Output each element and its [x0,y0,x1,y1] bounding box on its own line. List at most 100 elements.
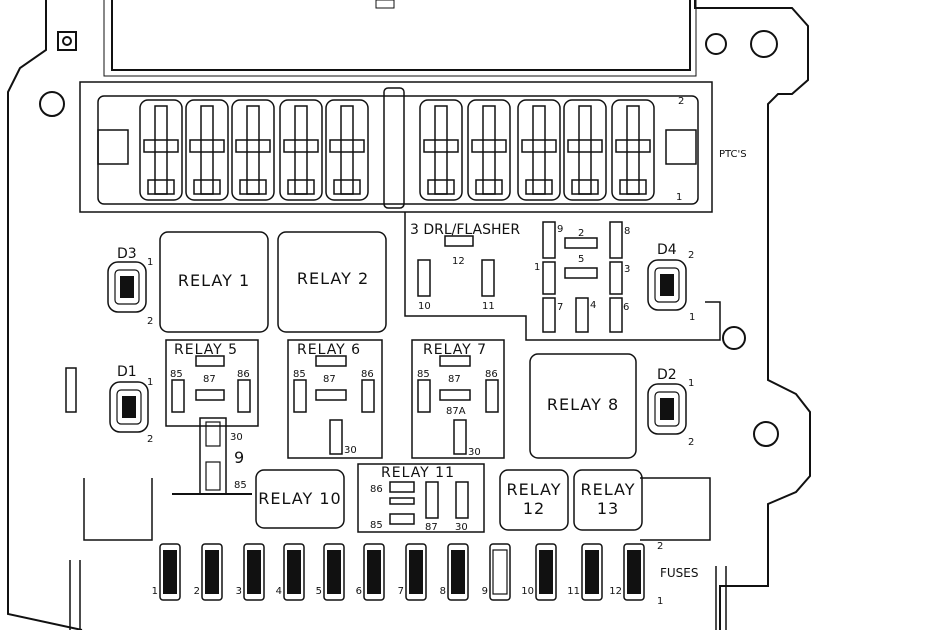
fuse-number: 9 [482,586,488,597]
diode-d3-label: D3 [117,246,137,262]
relay-6-label: RELAY 6 [297,342,361,358]
drl-pin-11: 11 [482,301,495,312]
relay-7: RELAY 7 85 87 86 87A 30 [411,339,505,459]
ptc-cell [419,99,463,201]
diode-d1-pin-a: 1 [147,377,153,388]
ptc-pin-bottom: 1 [676,192,682,203]
fuse-8: 8 [440,543,469,601]
fuse-4: 4 [276,543,305,601]
drl-pin-6: 6 [623,302,629,313]
diode-d1: D1 1 2 [109,364,153,445]
drl-flasher-label: 3 DRL/FLASHER [410,222,520,238]
drl-pin-2: 2 [578,228,584,239]
diode-d2-pin-a: 1 [688,378,694,389]
relay-13: RELAY 13 [573,469,643,531]
relay-7-pin-87: 87 [448,374,461,385]
fuse-number: 6 [356,586,362,597]
ptc-cell [231,99,275,201]
drl-pin-1: 1 [534,262,540,273]
diode-d1-label: D1 [117,364,137,380]
relay-5-pin-87: 87 [203,374,216,385]
drl-pin-7: 7 [557,302,563,313]
fuse-3: 3 [236,543,265,601]
relay-1: RELAY 1 [159,231,269,333]
relay-1-label: RELAY 1 [178,271,250,290]
ptc-cell [517,99,561,201]
relay-2-label: RELAY 2 [297,269,369,288]
relay-6-pin-86: 86 [361,369,374,380]
drl-pin-12: 12 [452,256,465,267]
fuse-number: 12 [609,586,622,597]
fuse-number: 7 [398,586,404,597]
relay-12-line2: 12 [523,499,545,518]
relay-10-label: RELAY 10 [258,489,341,508]
relay-6-pin-87: 87 [323,374,336,385]
ptc-strip [97,87,699,209]
drl-pin-10: 10 [418,301,431,312]
relay-6: RELAY 6 85 87 86 30 [287,339,383,459]
fuse-number: 8 [440,586,446,597]
relay-11: RELAY 11 86 85 87 30 [357,463,485,533]
diode-d3-pin-a: 1 [147,257,153,268]
fuse-number: 10 [521,586,534,597]
ptc-label: PTC'S [719,149,747,160]
diode-d3: D3 1 2 [107,246,153,327]
diode-d2: D2 1 2 [647,367,694,448]
drl-pin-8: 8 [624,226,630,237]
drl-pin-9: 9 [557,224,563,235]
relay-6-pin-85: 85 [293,369,306,380]
drl-pin-4: 4 [590,300,596,311]
relay-12: RELAY 12 [499,469,569,531]
fuse-6: 6 [356,543,385,601]
ptc-pin-top: 2 [678,96,684,107]
fuse-number: 3 [236,586,242,597]
relay-5-label: RELAY 5 [174,342,238,358]
mounting-holes [39,30,779,447]
relay-13-line1: RELAY [581,480,636,499]
drl-flasher-pins: 12 10 11 9 2 8 1 5 3 7 4 6 [418,224,630,313]
relay-9-pin-85: 85 [234,480,247,491]
relay-7-label: RELAY 7 [423,342,487,358]
relay-9: 30 9 85 [172,417,252,495]
relay-2: RELAY 2 [277,231,387,333]
housing-outline [7,0,811,630]
fuse-number: 1 [152,586,158,597]
ptc-cell [185,99,229,201]
relay-7-pin-86: 86 [485,369,498,380]
fuse-number: 5 [316,586,322,597]
ptc-cell [279,99,323,201]
relay-11-label: RELAY 11 [381,465,455,481]
relay-9-pin-30: 30 [230,432,243,443]
diode-d4-pin-b: 1 [689,312,695,323]
diode-d4: D4 2 1 [647,242,695,323]
relay-11-pin-86: 86 [370,484,383,495]
relay-9-label: 9 [234,448,245,467]
relay-5: RELAY 5 85 87 86 [165,339,259,427]
drl-pin-5: 5 [578,254,584,265]
relay-12-line1: RELAY [507,480,562,499]
relay-7-pin-87a: 87A [446,406,466,417]
relay-5-pin-86: 86 [237,369,250,380]
relay-10: RELAY 10 [255,469,345,529]
fuses-label: FUSES [660,566,699,580]
drl-flasher-slots [417,221,623,333]
diode-d3-pin-b: 2 [147,316,153,327]
fuse-2: 2 [194,543,223,601]
ptc-cell [139,99,183,201]
drl-pin-3: 3 [624,264,630,275]
relay-11-pin-85: 85 [370,520,383,531]
ptc-cell [325,99,369,201]
relay-7-pin-30: 30 [468,447,481,458]
fuse-1: 1 [152,543,181,601]
fuse-5: 5 [316,543,345,601]
relay-13-line2: 13 [597,499,619,518]
diode-d4-pin-a: 2 [688,250,694,261]
relay-8-label: RELAY 8 [547,395,619,414]
diode-d2-label: D2 [657,367,677,383]
fuse-10: 10 [521,543,557,601]
diode-d2-pin-b: 2 [688,437,694,448]
ptc-cell [467,99,511,201]
fuse-number: 11 [567,586,580,597]
